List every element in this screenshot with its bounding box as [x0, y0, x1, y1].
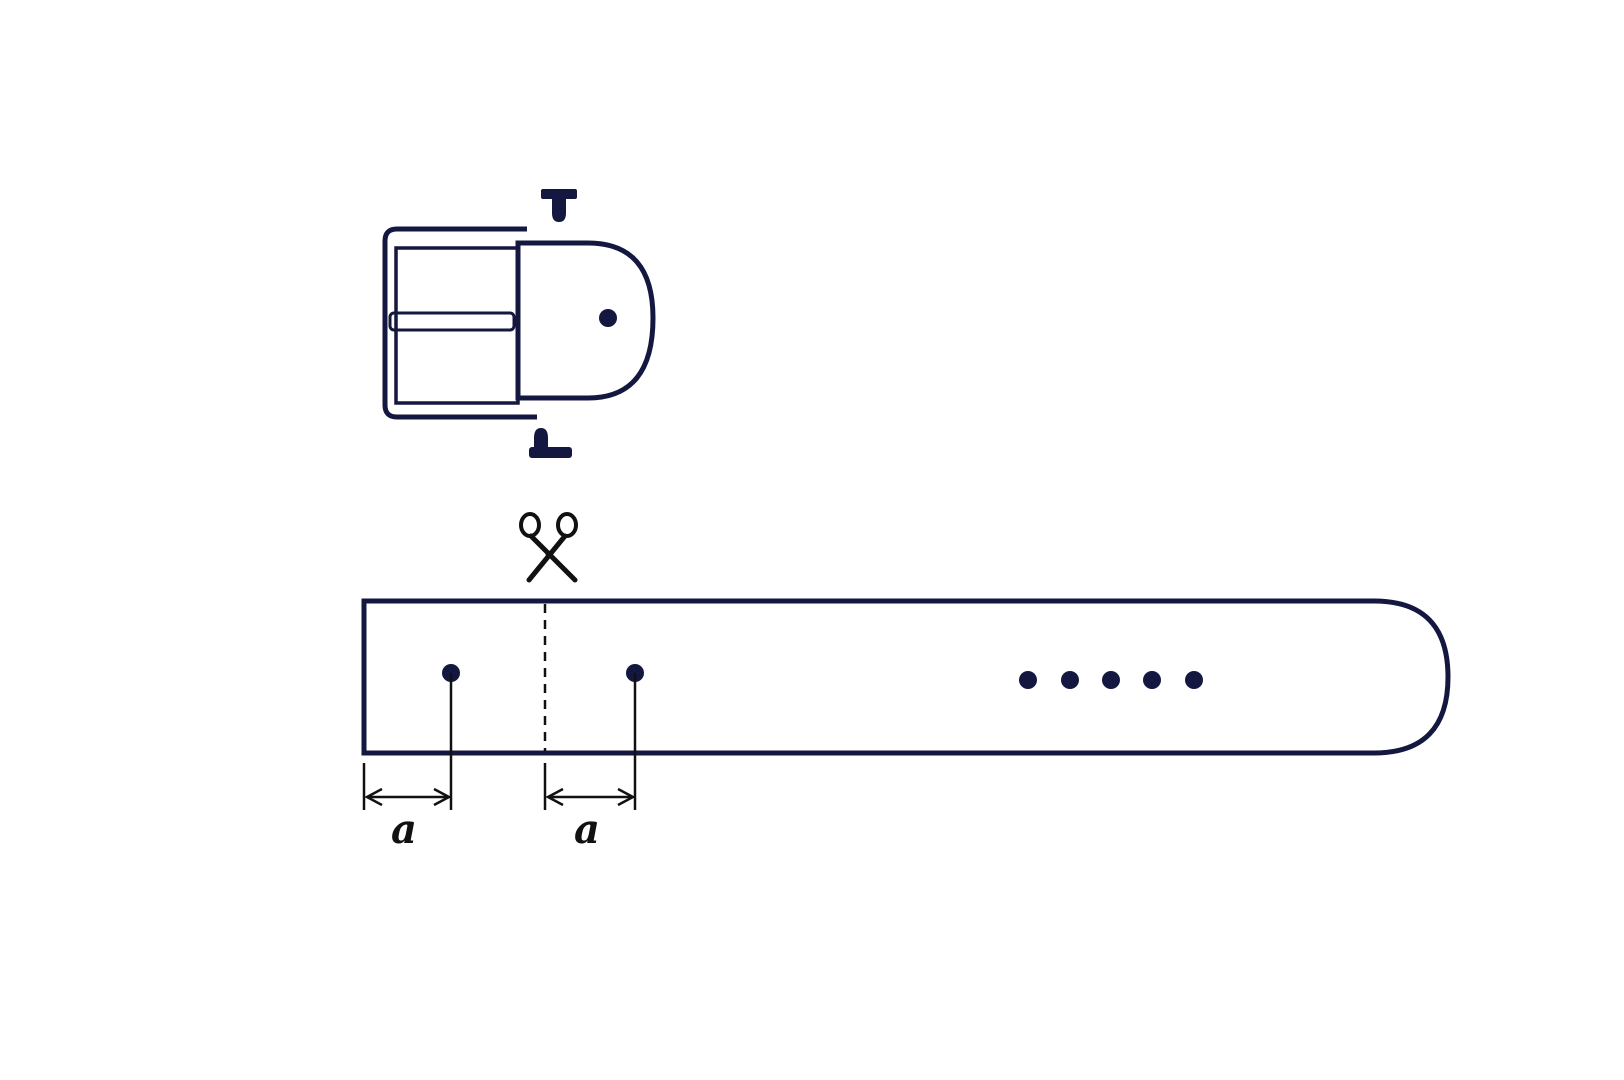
adjustment-hole: [1143, 671, 1161, 689]
buckle: [382, 226, 656, 420]
screw-icon: [541, 189, 577, 222]
buckle-prong: [388, 311, 516, 332]
scissors-icon: [519, 512, 578, 583]
dimension-label-left: a: [391, 806, 417, 853]
adjustment-hole: [1102, 671, 1120, 689]
buckle-leather-tab: [515, 240, 656, 401]
belt-strap: [361, 598, 1451, 756]
adjustment-hole: [1019, 671, 1037, 689]
buckle-inner-frame: [394, 246, 520, 405]
dimension-label-right: a: [574, 806, 600, 853]
adjustment-hole: [1185, 671, 1203, 689]
belt-outline: [361, 598, 1451, 756]
dimension-left: [362, 673, 453, 810]
screw-icon: [529, 428, 572, 458]
adjustment-holes: [1019, 671, 1203, 689]
buckle-frame: [382, 226, 537, 420]
buckle-tab-hole: [599, 309, 617, 327]
dimension-right: [543, 673, 637, 810]
adjustment-hole: [1061, 671, 1079, 689]
